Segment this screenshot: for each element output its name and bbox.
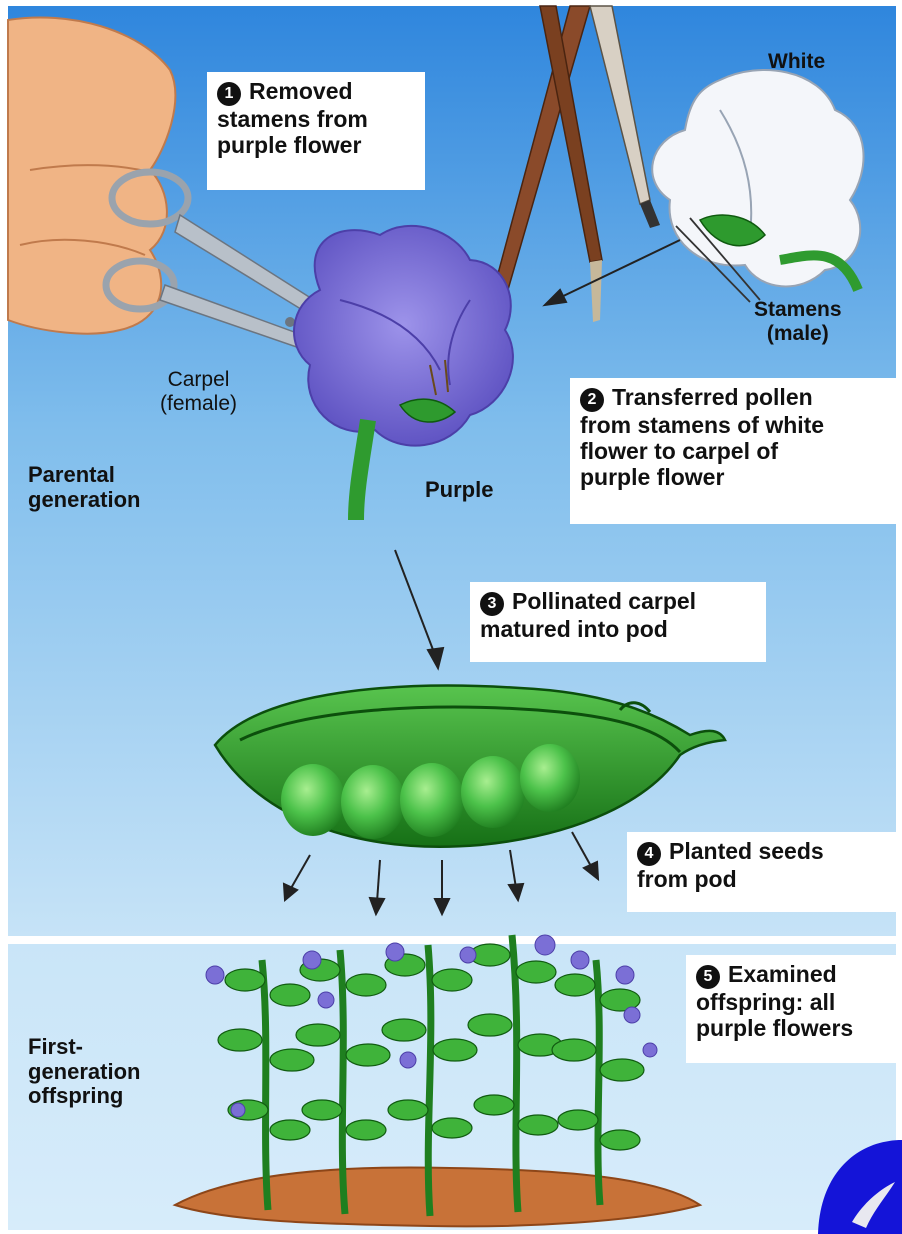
step-5-number: 5 [696,965,720,989]
step-5-line1: Examined [728,961,837,987]
stamens-label: Stamens (male) [754,298,842,345]
step-2-line1: Transferred pollen [612,384,813,410]
step-1-number: 1 [217,82,241,106]
step-4-line2: from pod [637,866,889,892]
carpel-line2: (female) [160,392,237,416]
first-gen-line3: offspring [28,1084,140,1109]
step-4-line1: Planted seeds [669,838,824,864]
step-2-line4: purple flower [580,464,888,490]
step-1-line1: Removed [249,78,353,104]
step-3-box: 3 Pollinated carpel matured into pod [470,582,766,662]
step-4-number: 4 [637,842,661,866]
stamens-line1: Stamens [754,298,842,322]
step-2-line3: flower to carpel of [580,438,888,464]
carpel-label: Carpel (female) [160,368,237,415]
carpel-line1: Carpel [160,368,237,392]
step-3-number: 3 [480,592,504,616]
step-2-number: 2 [580,388,604,412]
step-5-line2: offspring: all [696,989,888,1015]
step-3-line2: matured into pod [480,616,756,642]
first-generation-label: First- generation offspring [28,1035,140,1109]
stamens-line2: (male) [754,322,842,346]
step-1-line3: purple flower [217,132,415,158]
parental-line2: generation [28,488,140,513]
step-1-line2: stamens from [217,106,415,132]
purple-label: Purple [425,478,493,503]
step-2-box: 2 Transferred pollen from stamens of whit… [570,378,898,524]
step-5-box: 5 Examined offspring: all purple flowers [686,955,898,1063]
white-label: White [768,50,825,74]
parental-line1: Parental [28,463,140,488]
step-4-box: 4 Planted seeds from pod [627,832,899,912]
first-gen-line1: First- [28,1035,140,1060]
step-1-box: 1 Removed stamens from purple flower [207,72,425,190]
step-3-line1: Pollinated carpel [512,588,696,614]
step-5-line3: purple flowers [696,1015,888,1041]
first-gen-line2: generation [28,1060,140,1085]
parental-generation-label: Parental generation [28,463,140,512]
step-2-line2: from stamens of white [580,412,888,438]
hand [8,17,175,333]
